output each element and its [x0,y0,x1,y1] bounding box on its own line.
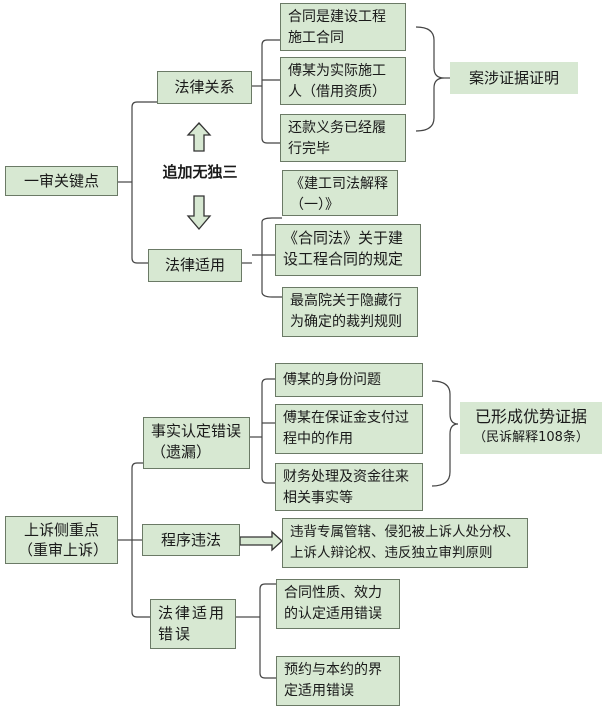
law-application-item-1: 《建工司法解释（一）》 [282,170,398,216]
arrow-right-icon [239,530,283,552]
advantage-evidence-title: 已形成优势证据 [474,407,587,426]
root-appeal-focus: 上诉侧重点（重审上诉） [5,516,118,564]
law-error-item-1: 合同性质、效力的认定适用错误 [276,579,400,629]
node-fact-error: 事实认定错误（遗漏） [143,417,250,469]
root-first-instance: 一审关键点 [5,166,118,196]
arrow-up-icon [186,122,212,152]
node-law-error: 法律适用错误 [150,599,236,649]
fact-error-item-1: 傅某的身份问题 [275,363,423,397]
law-application-item-3: 最高院关于隐藏行为确定的裁判规则 [282,287,418,337]
fact-error-item-2: 傅某在保证金支付过程中的作用 [275,404,423,454]
fact-error-item-3: 财务处理及资金往来相关事实等 [275,463,423,511]
evidence-proof-label: 案涉证据证明 [450,62,578,94]
added-third-party-label: 追加无独三 [150,156,250,190]
procedure-violation-detail: 违背专属管辖、侵犯被上诉人处分权、上诉人辩论权、违反独立审判原则 [282,518,528,568]
legal-relation-item-2: 傅某为实际施工人（借用资质） [280,57,406,105]
legal-relation-item-1: 合同是建设工程施工合同 [280,3,406,51]
arrow-down-icon [186,195,212,231]
advantage-evidence-box: 已形成优势证据 （民诉解释108条） [460,402,602,454]
node-procedure-violation: 程序违法 [142,524,240,556]
law-error-item-2: 预约与本约的界定适用错误 [276,656,400,706]
node-legal-relation: 法律关系 [157,71,252,104]
node-law-application: 法律适用 [148,249,242,282]
advantage-evidence-subtitle: （民诉解释108条） [473,430,589,445]
legal-relation-item-3: 还款义务已经履行完毕 [280,114,406,162]
law-application-item-2: 《合同法》关于建设工程合同的规定 [275,224,421,276]
